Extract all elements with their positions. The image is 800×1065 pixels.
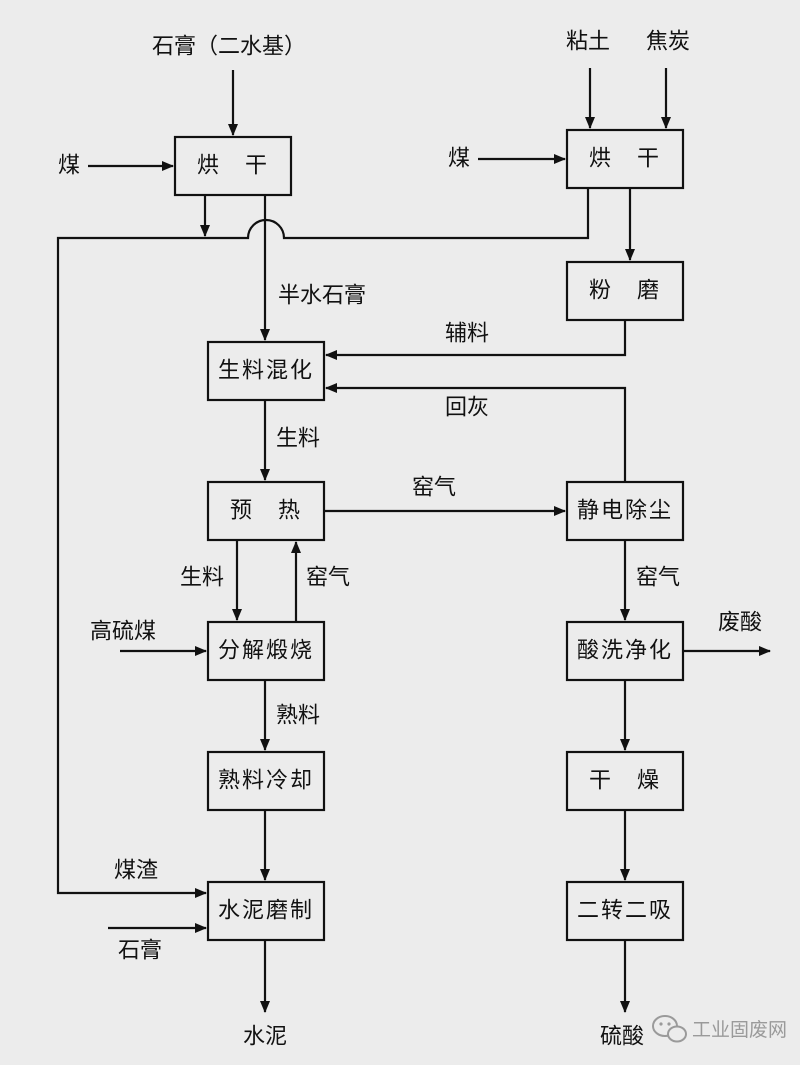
box-cement-mill-label: 水泥磨制 [218, 899, 314, 924]
label-cement: 水泥 [243, 1025, 287, 1050]
label-sulfuric-acid: 硫酸 [600, 1025, 644, 1050]
label-gypsum-input: 石膏（二水基） [152, 35, 306, 60]
label-coal-left: 煤 [58, 154, 80, 179]
box-calcine-label: 分解煅烧 [218, 639, 314, 664]
box-clinker-cool-label: 熟料冷却 [218, 769, 314, 794]
box-acid-wash: 酸洗净化 [565, 620, 685, 682]
arrow-aux [325, 320, 627, 360]
label-high-s-coal: 高硫煤 [90, 620, 156, 645]
box-drying: 干 燥 [565, 750, 685, 812]
box-acid-wash-label: 酸洗净化 [577, 639, 673, 664]
box-grind-label: 粉 磨 [589, 279, 661, 304]
label-raw-meal-2: 生料 [180, 566, 224, 591]
label-kiln-gas-2: 窑气 [306, 566, 350, 591]
box-raw-mix: 生料混化 [206, 340, 326, 402]
box-drying-label: 干 燥 [589, 769, 661, 794]
box-dry-gypsum-label: 烘 干 [197, 154, 269, 179]
label-clinker: 熟料 [276, 704, 320, 729]
label-kiln-gas-1: 窑气 [412, 476, 456, 501]
watermark-text: 工业固废网 [692, 1019, 787, 1041]
box-double-contact-label: 二转二吸 [577, 899, 673, 924]
flow-lines [56, 68, 771, 1013]
box-raw-mix-label: 生料混化 [218, 359, 314, 384]
box-preheat-label: 预 热 [230, 499, 302, 524]
box-dry-gypsum: 烘 干 [173, 135, 293, 197]
label-clay: 粘土 [566, 30, 610, 55]
label-raw-meal-1: 生料 [276, 427, 320, 452]
label-kiln-gas-3: 窑气 [636, 566, 680, 591]
arrow-return-ash [325, 383, 627, 482]
box-calcine: 分解煅烧 [206, 620, 326, 682]
label-slag: 煤渣 [114, 859, 158, 884]
box-dry-clay: 烘 干 [565, 128, 685, 190]
wechat-icon [652, 1015, 687, 1043]
label-coal-right: 煤 [448, 147, 470, 172]
box-grind: 粉 磨 [565, 260, 685, 322]
label-hemihydrate: 半水石膏 [278, 284, 366, 309]
watermark: 工业固废网 [652, 1015, 787, 1043]
label-return-ash: 回灰 [445, 396, 489, 421]
label-waste-acid: 废酸 [718, 611, 762, 636]
box-clinker-cool: 熟料冷却 [206, 750, 326, 812]
flow-labels: 石膏（二水基） 粘土 焦炭 煤 煤 半水石膏 辅料 回灰 生料 窑气 生料 窑气… [58, 30, 762, 1050]
label-aux: 辅料 [445, 322, 489, 347]
box-dry-clay-label: 烘 干 [589, 147, 661, 172]
label-gypsum-add: 石膏 [118, 939, 162, 964]
box-preheat: 预 热 [206, 480, 326, 542]
box-cement-mill: 水泥磨制 [206, 880, 326, 942]
box-esp-label: 静电除尘 [577, 499, 673, 524]
label-coke: 焦炭 [646, 30, 690, 55]
box-double-contact: 二转二吸 [565, 880, 685, 942]
box-esp: 静电除尘 [565, 480, 685, 542]
